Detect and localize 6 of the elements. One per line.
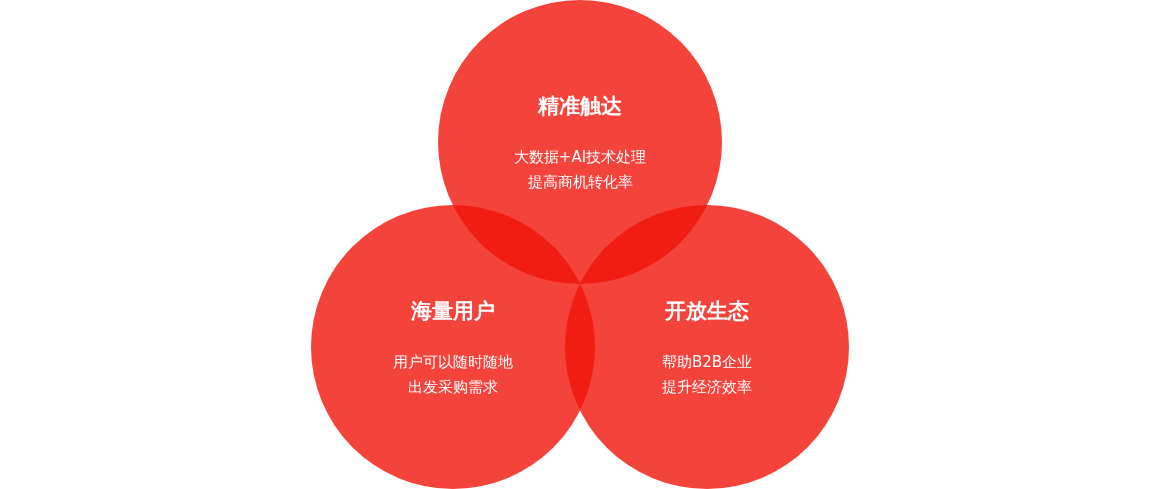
circle-heading: 开放生态 xyxy=(664,298,750,325)
circle-description: 大数据+AI技术处理提高商机转化率 xyxy=(512,147,648,193)
circle-heading: 海量用户 xyxy=(410,298,496,325)
circle-heading: 精准触达 xyxy=(536,93,623,120)
circle-description: 帮助B2B企业提升经济效率 xyxy=(660,352,754,398)
circle-description: 用户可以随时随地出发采购需求 xyxy=(392,352,514,398)
